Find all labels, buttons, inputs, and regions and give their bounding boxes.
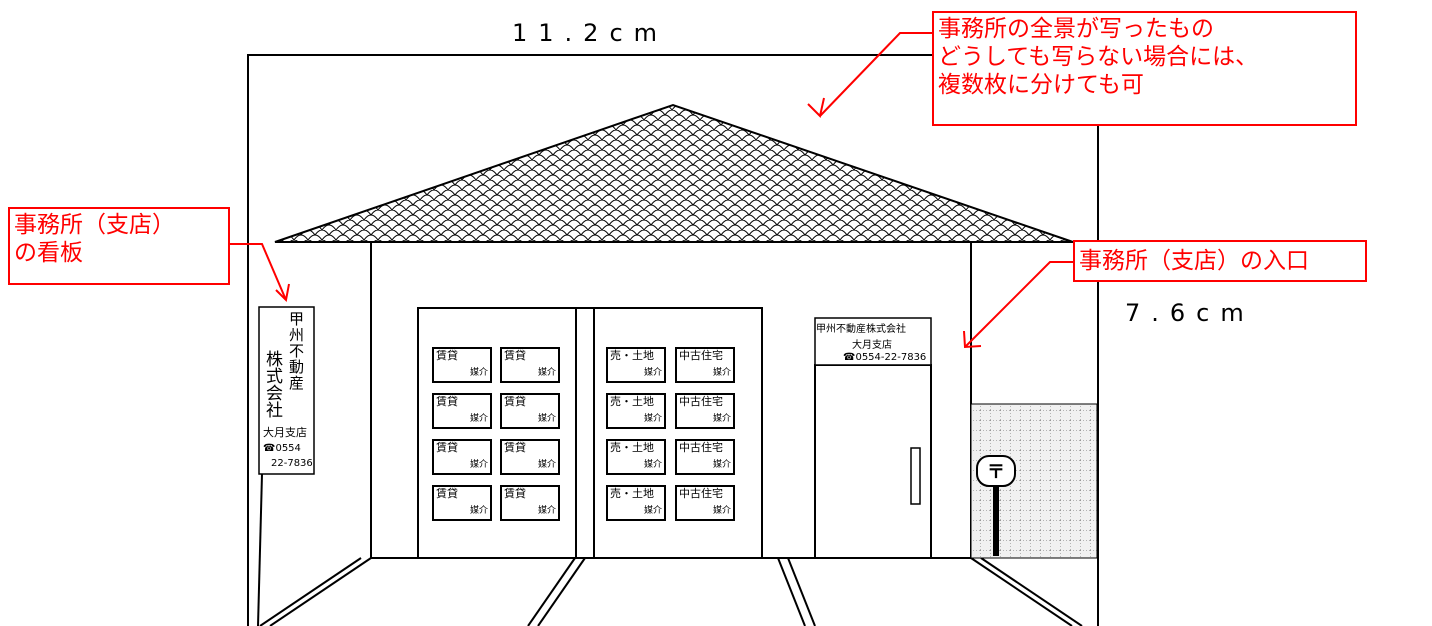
listing-card-title: 賃貸 [436, 487, 458, 500]
listing-card-title: 中古住宅 [679, 349, 723, 362]
sign-branch: 大月支店 [263, 426, 307, 439]
door-sign-phone: ☎0554-22-7836 [843, 352, 927, 363]
listing-card-sub: 媒介 [643, 368, 662, 378]
door-sign-board [814, 317, 932, 366]
listing-card-sub: 媒介 [643, 460, 662, 470]
listing-card-title: 中古住宅 [679, 395, 723, 408]
listing-card: 賃貸媒介 [500, 439, 560, 475]
listing-card-sub: 媒介 [469, 414, 488, 424]
listing-card-sub: 媒介 [469, 460, 488, 470]
listing-card-title: 賃貸 [504, 441, 526, 454]
callout-entrance: 事務所（支店）の入口 [1073, 240, 1367, 282]
listing-card-sub: 媒介 [712, 368, 731, 378]
listing-card: 中古住宅媒介 [675, 439, 735, 475]
listing-card-title: 賃貸 [436, 349, 458, 362]
listing-card-title: 中古住宅 [679, 487, 723, 500]
ground-lines [259, 557, 1083, 626]
sign-company-type: 株式会社 [262, 350, 282, 418]
callout-sign-line-2: の看板 [14, 240, 83, 266]
sign-phone-2: 22-7836 [271, 458, 313, 469]
sign-board [258, 306, 315, 475]
listing-card-title: 売・土地 [610, 487, 654, 500]
listing-card-sub: 媒介 [537, 368, 556, 378]
callout-sign: 事務所（支店） の看板 [8, 207, 230, 285]
callout-overview-line-1: 事務所の全景が写ったもの [938, 16, 1214, 42]
listing-card-sub: 媒介 [469, 506, 488, 516]
sign-post [257, 473, 263, 626]
display-window-divider [575, 307, 595, 559]
listing-card-title: 売・土地 [610, 349, 654, 362]
callout-sign-line-1: 事務所（支店） [14, 212, 175, 238]
listing-card-sub: 媒介 [537, 414, 556, 424]
listing-card: 売・土地媒介 [606, 439, 666, 475]
callout-overview: 事務所の全景が写ったもの どうしても写らない場合には、 複数枚に分けても可 [932, 11, 1357, 126]
listing-card: 賃貸媒介 [432, 439, 492, 475]
listing-card-title: 売・土地 [610, 441, 654, 454]
listing-card-sub: 媒介 [643, 414, 662, 424]
listing-card: 賃貸媒介 [500, 485, 560, 521]
listing-card-title: 賃貸 [504, 349, 526, 362]
listing-card-sub: 媒介 [712, 506, 731, 516]
listing-card-title: 賃貸 [504, 487, 526, 500]
width-dimension-label: 11.2cm [512, 19, 669, 47]
listing-card-sub: 媒介 [712, 414, 731, 424]
sign-phone-1: ☎0554 [263, 443, 301, 454]
listing-card: 中古住宅媒介 [675, 347, 735, 383]
listing-card: 売・土地媒介 [606, 347, 666, 383]
callout-arrows [229, 32, 1073, 349]
listing-card: 賃貸媒介 [500, 393, 560, 429]
listing-card: 賃貸媒介 [432, 393, 492, 429]
mailbox-symbol: 〒 [987, 462, 1005, 483]
listing-card-title: 賃貸 [436, 441, 458, 454]
photo-frame [247, 54, 1099, 626]
sign-company-name: 甲州不動産 [287, 311, 305, 391]
listing-card: 中古住宅媒介 [675, 485, 735, 521]
door-handle [910, 447, 921, 505]
callout-overview-line-3: 複数枚に分けても可 [938, 72, 1144, 98]
listing-card: 賃貸媒介 [432, 485, 492, 521]
listing-card: 売・土地媒介 [606, 485, 666, 521]
listing-card: 賃貸媒介 [500, 347, 560, 383]
listing-card-sub: 媒介 [469, 368, 488, 378]
listing-card-title: 賃貸 [436, 395, 458, 408]
listing-card-sub: 媒介 [643, 506, 662, 516]
door-sign-company: 甲州不動産株式会社 [816, 324, 906, 335]
listing-card: 中古住宅媒介 [675, 393, 735, 429]
listing-card-sub: 媒介 [537, 506, 556, 516]
listing-card-title: 中古住宅 [679, 441, 723, 454]
listing-card-title: 賃貸 [504, 395, 526, 408]
height-dimension-label: 7.6cm [1125, 299, 1255, 327]
mailbox [976, 455, 1016, 556]
callout-overview-line-2: どうしても写らない場合には、 [938, 44, 1259, 70]
listing-card-sub: 媒介 [537, 460, 556, 470]
listing-card: 売・土地媒介 [606, 393, 666, 429]
listing-card-sub: 媒介 [712, 460, 731, 470]
listing-card: 賃貸媒介 [432, 347, 492, 383]
door-sign-branch: 大月支店 [852, 340, 892, 351]
listing-card-title: 売・土地 [610, 395, 654, 408]
callout-entrance-text: 事務所（支店）の入口 [1079, 248, 1309, 274]
